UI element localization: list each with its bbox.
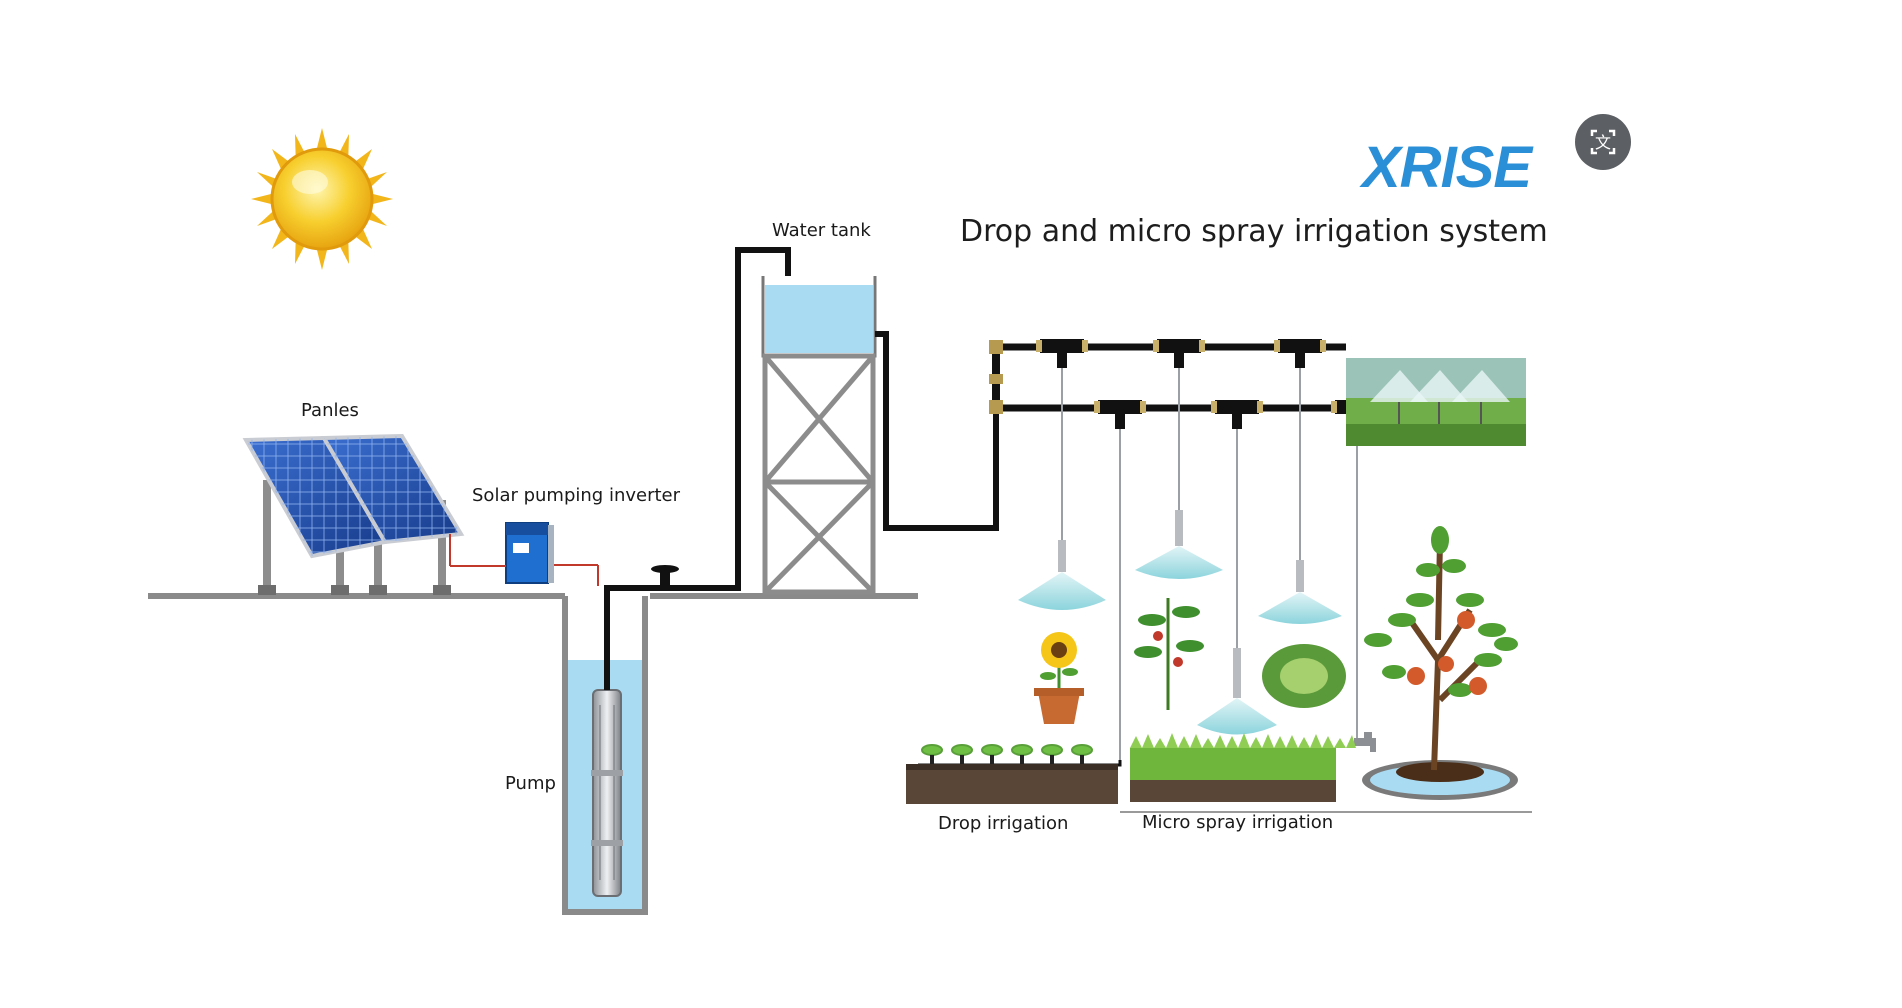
- label-micro-spray: Micro spray irrigation: [1142, 812, 1334, 833]
- tomato-plant: [1134, 598, 1204, 710]
- sunflower-pot: [1034, 632, 1084, 724]
- micro-sprayers: [918, 368, 1358, 767]
- label-pump: Pump: [505, 773, 556, 794]
- brand-logo: XRISE: [1362, 135, 1532, 200]
- tree-faucet: [1354, 732, 1376, 752]
- field-spray-inset: [1346, 358, 1526, 446]
- cabbage: [1262, 644, 1346, 708]
- label-drop-irrigation: Drop irrigation: [938, 813, 1069, 834]
- svg-text:文: 文: [1595, 133, 1611, 152]
- water-tank: [761, 276, 999, 595]
- translate-icon: 文: [1590, 129, 1616, 155]
- fruit-tree: [1362, 526, 1518, 800]
- label-water-tank: Water tank: [772, 220, 871, 241]
- sun-icon: [251, 128, 393, 270]
- submersible-pump: [591, 689, 623, 897]
- solar-pumping-inverter: [449, 522, 599, 586]
- drip-irrigation-bed: [906, 744, 1118, 804]
- label-panels: Panles: [301, 400, 359, 421]
- translate-button[interactable]: 文: [1575, 114, 1631, 170]
- well: [562, 247, 791, 915]
- micro-spray-grass-bed: [1130, 733, 1356, 802]
- solar-panels: [242, 433, 465, 595]
- diagram-title: Drop and micro spray irrigation system: [960, 214, 1548, 249]
- label-inverter: Solar pumping inverter: [472, 485, 681, 506]
